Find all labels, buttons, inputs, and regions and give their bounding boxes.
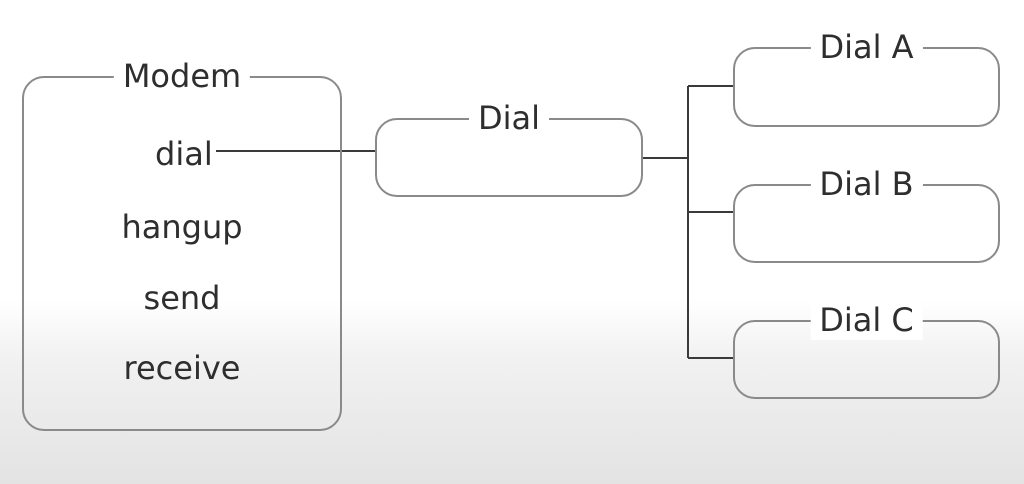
dial-b-box: Dial B bbox=[733, 164, 1000, 263]
dial-c-box: Dial C bbox=[733, 300, 1000, 399]
dial-a-title: Dial A bbox=[810, 27, 923, 67]
dial-a-box: Dial A bbox=[733, 27, 1000, 127]
modem-member-send: send bbox=[143, 279, 221, 317]
modem-member-dial-label: dial bbox=[155, 135, 213, 173]
modem-member-dial: dial bbox=[24, 134, 344, 174]
modem-member-receive: receive bbox=[123, 349, 241, 387]
dial-b-title: Dial B bbox=[810, 164, 923, 204]
modem-box: Modem dial hangup send receive bbox=[22, 56, 344, 431]
modem-member-hangup: hangup bbox=[121, 208, 243, 246]
modem-title: Modem bbox=[113, 56, 251, 96]
dial-box: Dial bbox=[375, 98, 643, 197]
dial-c-title: Dial C bbox=[810, 300, 923, 340]
dial-title: Dial bbox=[468, 98, 550, 138]
